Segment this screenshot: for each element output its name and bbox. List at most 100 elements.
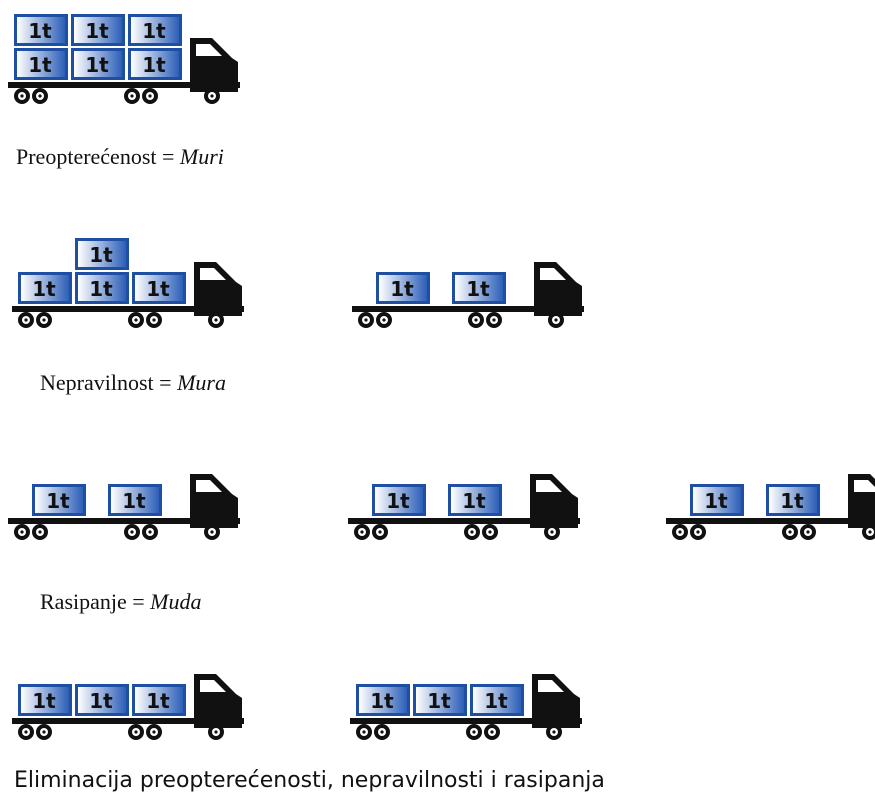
svg-text:1t: 1t	[89, 277, 113, 301]
truck-chassis	[12, 306, 244, 312]
load-box: 1t	[75, 238, 129, 270]
truck-wheel-e	[548, 312, 564, 328]
load-box: 1t	[766, 484, 820, 516]
caption-mura: Nepravilnost = Mura	[40, 370, 226, 396]
truck-wheel-b	[374, 724, 390, 740]
svg-text:1t: 1t	[89, 689, 113, 713]
caption-mura-text: Nepravilnost =	[40, 370, 178, 395]
svg-text:1t: 1t	[370, 689, 394, 713]
truck-wheel-e	[208, 312, 224, 328]
truck-window	[540, 268, 566, 280]
svg-text:1t: 1t	[122, 489, 146, 513]
load-box: 1t	[18, 684, 72, 716]
truck-wheel-b	[32, 524, 48, 540]
svg-text:1t: 1t	[142, 53, 166, 77]
svg-text:1t: 1t	[466, 277, 490, 301]
svg-text:1t: 1t	[484, 689, 508, 713]
truck-chassis	[348, 518, 580, 524]
load-box: 1t	[14, 48, 68, 80]
caption-mura-term: Mura	[177, 370, 226, 395]
truck-3-1: 1t 1t 1t	[350, 674, 582, 740]
truck-wheel-b	[376, 312, 392, 328]
truck-wheel-a	[672, 524, 688, 540]
caption-muda: Rasipanje = Muda	[40, 589, 202, 615]
svg-text:1t: 1t	[28, 19, 52, 43]
truck-wheel-b	[36, 312, 52, 328]
load-box: 1t	[132, 684, 186, 716]
truck-window	[200, 268, 226, 280]
load-box: 1t	[32, 484, 86, 516]
truck-chassis	[350, 718, 582, 724]
truck-wheel-c	[468, 312, 484, 328]
svg-text:1t: 1t	[46, 489, 70, 513]
svg-text:1t: 1t	[462, 489, 486, 513]
truck-wheel-d	[146, 724, 162, 740]
caption-muda-text: Rasipanje =	[40, 589, 151, 614]
truck-wheel-c	[124, 88, 140, 104]
truck-wheel-a	[354, 524, 370, 540]
truck-wheel-a	[18, 312, 34, 328]
truck-chassis	[352, 306, 584, 312]
truck-wheel-d	[486, 312, 502, 328]
truck-wheel-e	[208, 724, 224, 740]
caption-muri-term: Muri	[179, 144, 224, 169]
load-box: 1t	[128, 14, 182, 46]
truck-chassis	[8, 82, 240, 88]
truck-1-0: 1t 1t 1t 1t	[12, 238, 244, 328]
svg-text:1t: 1t	[32, 689, 56, 713]
truck-wheel-e	[546, 724, 562, 740]
load-box: 1t	[108, 484, 162, 516]
load-box: 1t	[372, 484, 426, 516]
truck-wheel-d	[146, 312, 162, 328]
truck-window	[200, 680, 226, 692]
truck-wheel-d	[142, 524, 158, 540]
truck-wheel-e	[204, 88, 220, 104]
truck-wheel-b	[32, 88, 48, 104]
truck-window	[196, 480, 222, 492]
truck-chassis	[12, 718, 244, 724]
load-box: 1t	[413, 684, 467, 716]
truck-wheel-d	[142, 88, 158, 104]
load-box: 1t	[470, 684, 524, 716]
truck-wheel-e	[862, 524, 875, 540]
caption-muri: Preopterećenost = Muri	[16, 144, 224, 170]
load-box: 1t	[690, 484, 744, 516]
svg-text:1t: 1t	[32, 277, 56, 301]
svg-text:1t: 1t	[390, 277, 414, 301]
truck-2-2: 1t 1t	[666, 474, 875, 540]
truck-wheel-a	[14, 524, 30, 540]
truck-3-0: 1t 1t 1t	[12, 674, 244, 740]
truck-wheel-c	[782, 524, 798, 540]
svg-text:1t: 1t	[85, 53, 109, 77]
svg-text:1t: 1t	[89, 243, 113, 267]
truck-wheel-c	[128, 724, 144, 740]
truck-wheel-b	[690, 524, 706, 540]
load-box: 1t	[71, 48, 125, 80]
truck-wheel-c	[466, 724, 482, 740]
truck-wheel-d	[484, 724, 500, 740]
truck-0-0: 1t 1t 1t 1t 1t 1t	[8, 14, 240, 104]
svg-text:1t: 1t	[427, 689, 451, 713]
load-box: 1t	[376, 272, 430, 304]
truck-chassis	[666, 518, 875, 524]
svg-text:1t: 1t	[780, 489, 804, 513]
svg-text:1t: 1t	[85, 19, 109, 43]
truck-wheel-e	[204, 524, 220, 540]
truck-wheel-c	[128, 312, 144, 328]
caption-muda-term: Muda	[150, 589, 202, 614]
truck-window	[196, 44, 222, 56]
truck-wheel-a	[356, 724, 372, 740]
load-box: 1t	[128, 48, 182, 80]
load-box: 1t	[75, 684, 129, 716]
load-box: 1t	[452, 272, 506, 304]
load-box: 1t	[448, 484, 502, 516]
svg-text:1t: 1t	[386, 489, 410, 513]
svg-text:1t: 1t	[146, 277, 170, 301]
truck-1-1: 1t 1t	[352, 262, 584, 328]
truck-window	[854, 480, 875, 492]
truck-chassis	[8, 518, 240, 524]
truck-2-0: 1t 1t	[8, 474, 240, 540]
load-box: 1t	[71, 14, 125, 46]
truck-window	[538, 680, 564, 692]
